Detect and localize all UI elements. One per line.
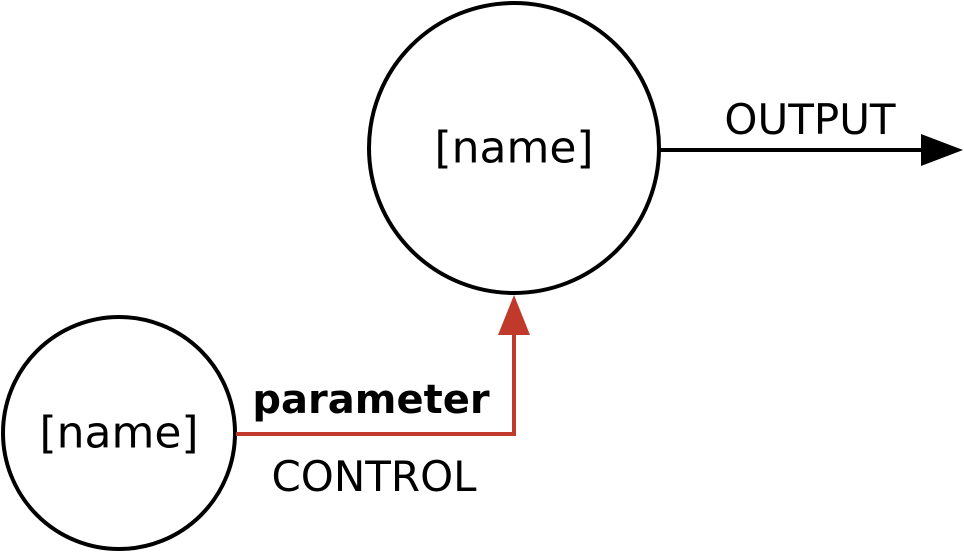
control-edge-label: CONTROL: [271, 452, 477, 501]
main-node: [name]: [367, 1, 661, 295]
control-edge: parameter CONTROL: [236, 295, 530, 501]
source-node-circle: [1, 315, 237, 551]
source-node: [name]: [1, 315, 237, 551]
output-edge: OUTPUT: [659, 95, 963, 166]
output-edge-label: OUTPUT: [724, 95, 896, 144]
control-parameter-label: parameter: [252, 377, 489, 423]
control-arrow-line: [236, 330, 516, 436]
control-arrowhead-icon: [498, 295, 530, 335]
main-node-label: [name]: [434, 123, 593, 174]
source-node-label: [name]: [39, 408, 198, 459]
output-arrowhead-icon: [921, 134, 963, 166]
